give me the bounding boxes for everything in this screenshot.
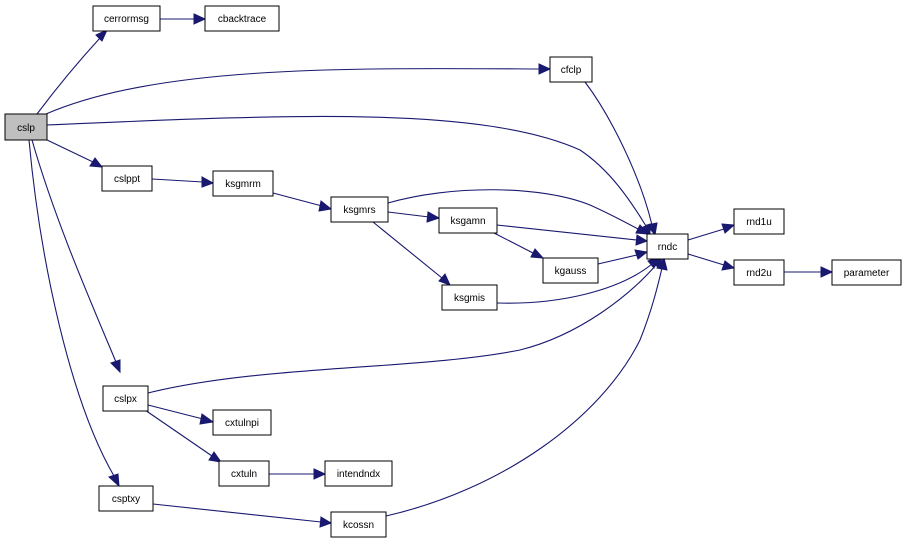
edge-rndc-rnd1u: [687, 223, 736, 241]
node-rnd2u[interactable]: rnd2u: [733, 259, 785, 286]
edge-cslp-cslppt: [44, 138, 104, 168]
edge-cerrormsg-cbacktrace: [160, 13, 207, 25]
node-cfclp[interactable]: cfclp: [549, 56, 593, 83]
edge-ksgmrs-rndc: [387, 189, 650, 235]
edge-cfclp-rndc: [584, 81, 658, 237]
edge-kgauss-rndc: [597, 249, 649, 265]
node-rnd1u-label: rnd1u: [746, 217, 772, 228]
node-cslppt-label: cslppt: [114, 174, 140, 185]
node-cbacktrace[interactable]: cbacktrace: [204, 5, 280, 32]
edge-cslpx-cxtuln: [144, 409, 223, 463]
node-ksgmis[interactable]: ksgmis: [441, 284, 498, 311]
node-cslp-label: cslp: [17, 123, 35, 134]
edge-ksgmrm-ksgmrs: [272, 192, 333, 212]
node-kgauss[interactable]: kgauss: [542, 257, 599, 284]
edges: [28, 13, 834, 528]
edge-rndc-rnd2u: [687, 253, 736, 271]
nodes: cslp cerrormsg cbacktrace cfclp cslppt k…: [4, 5, 902, 538]
node-rnd2u-label: rnd2u: [746, 268, 772, 279]
node-cxtulnpi-label: cxtulnpi: [225, 418, 259, 429]
edge-cslp-csptxy: [28, 139, 120, 488]
node-parameter-label: parameter: [844, 268, 890, 279]
edge-ksgmrs-ksgmis: [372, 221, 451, 286]
node-cxtuln-label: cxtuln: [231, 469, 257, 480]
node-cxtulnpi[interactable]: cxtulnpi: [212, 409, 272, 436]
node-ksgmrs-label: ksgmrs: [343, 205, 375, 216]
node-ksgmrm-label: ksgmrm: [225, 179, 261, 190]
node-cslpx[interactable]: cslpx: [102, 385, 149, 412]
node-ksgamn-label: ksgamn: [450, 216, 485, 227]
node-rndc[interactable]: rndc: [646, 233, 689, 260]
node-csptxy[interactable]: csptxy: [98, 485, 154, 512]
node-ksgmrm[interactable]: ksgmrm: [212, 170, 274, 197]
edge-kcossn-rndc: [385, 256, 668, 517]
edge-cslp-cslpx: [31, 139, 121, 374]
edge-ksgamn-rndc: [496, 224, 649, 246]
node-ksgmrs[interactable]: ksgmrs: [330, 196, 389, 223]
edge-cslp-cfclp: [45, 63, 552, 115]
edge-cslp-cerrormsg: [36, 28, 109, 115]
node-cslp[interactable]: cslp: [4, 113, 48, 141]
node-cxtuln[interactable]: cxtuln: [218, 460, 270, 487]
edge-cxtuln-intendndx: [269, 468, 327, 480]
edge-csptxy-kcossn: [152, 503, 333, 528]
node-cerrormsg-label: cerrormsg: [104, 14, 149, 25]
node-cerrormsg[interactable]: cerrormsg: [92, 5, 161, 32]
node-cfclp-label: cfclp: [561, 65, 582, 76]
node-cslppt[interactable]: cslppt: [101, 165, 153, 192]
edge-rnd2u-parameter: [784, 266, 834, 278]
edge-ksgamn-kgauss: [493, 232, 545, 259]
node-rndc-label: rndc: [658, 242, 677, 253]
node-cslpx-label: cslpx: [114, 394, 137, 405]
node-ksgamn[interactable]: ksgamn: [438, 207, 498, 234]
edge-cslpx-cxtulnpi: [147, 404, 215, 425]
node-intendndx[interactable]: intendndx: [324, 460, 393, 487]
node-kcossn[interactable]: kcossn: [330, 511, 387, 538]
node-kcossn-label: kcossn: [343, 520, 374, 531]
node-intendndx-label: intendndx: [337, 469, 380, 480]
node-rnd1u[interactable]: rnd1u: [733, 208, 785, 235]
edge-cslppt-ksgmrm: [151, 176, 215, 188]
node-ksgmis-label: ksgmis: [454, 293, 485, 304]
node-parameter[interactable]: parameter: [831, 259, 902, 286]
node-cbacktrace-label: cbacktrace: [218, 14, 267, 25]
node-csptxy-label: csptxy: [112, 494, 140, 505]
edge-ksgmrs-ksgamn: [387, 211, 441, 223]
node-kgauss-label: kgauss: [555, 266, 587, 277]
